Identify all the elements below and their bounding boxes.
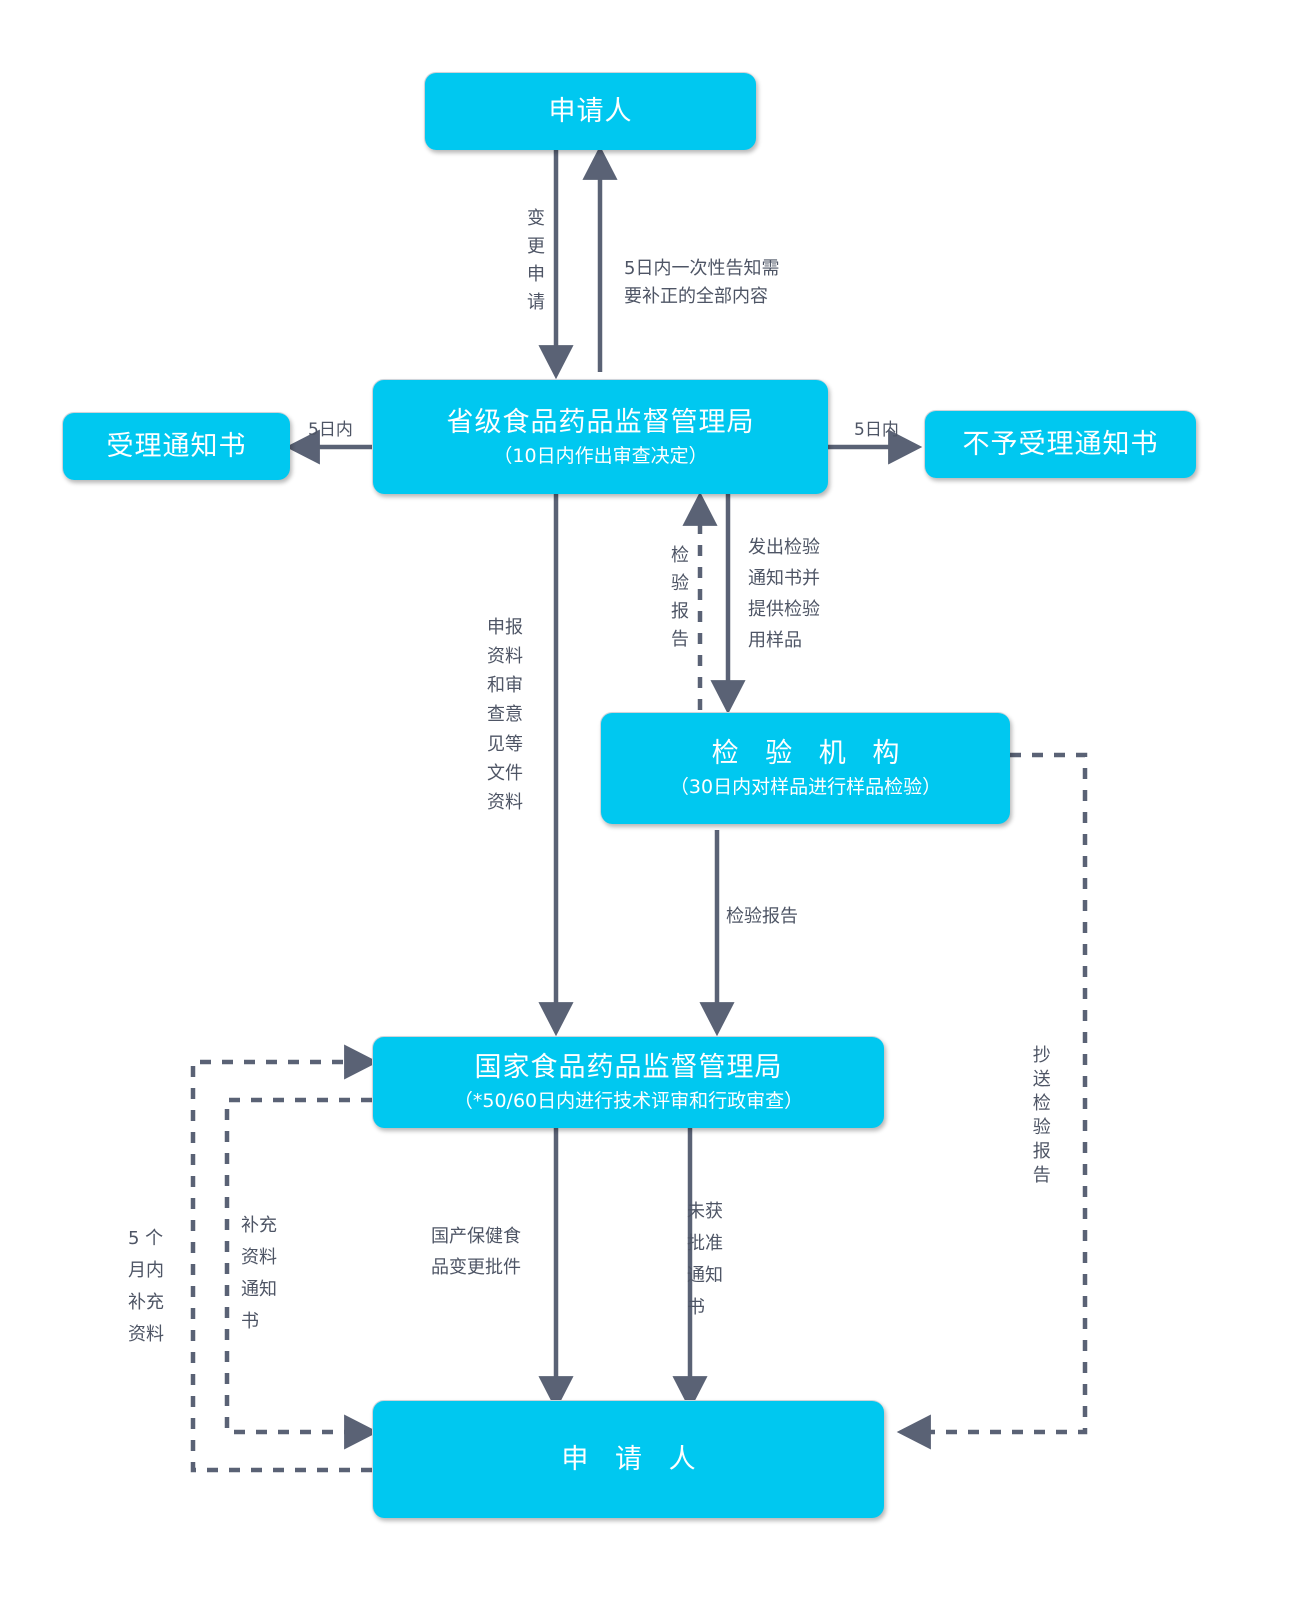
node-rejection-notice-title: 不予受理通知书 (962, 428, 1159, 460)
node-testing-institution[interactable]: 检 验 机 构 （30日内对样品进行样品检验） (600, 712, 1010, 824)
node-applicant-bottom-title: 申 请 人 (561, 1443, 705, 1475)
node-applicant-top[interactable]: 申请人 (424, 72, 756, 150)
label-domestic-approval-doc: 国产保健食 品变更批件 (431, 1226, 521, 1278)
label-change-application: 变更申请 (524, 208, 545, 320)
node-national-fda-title: 国家食品药品监督管理局 (474, 1052, 783, 1084)
label-supplement-notice: 补充 资料 通知 书 (241, 1215, 277, 1333)
node-provincial-fda[interactable]: 省级食品药品监督管理局 （10日内作出审查决定） (372, 379, 828, 494)
label-acceptance-days: 5日内 (308, 420, 353, 440)
edge-copy-test-report (896, 752, 1088, 1450)
label-supplement-within-5-months: 5 个 月内 补充 资料 (128, 1228, 164, 1346)
label-test-report-up: 检验报告 (668, 545, 689, 657)
label-issue-test-notice: 发出检验 通知书并 提供检验 用样品 (748, 537, 820, 651)
label-notify-corrections: 5日内一次性告知需 要补正的全部内容 (624, 258, 780, 307)
node-provincial-fda-title: 省级食品药品监督管理局 (446, 406, 755, 438)
edge-supplement-notice (224, 1097, 379, 1450)
node-applicant-bottom[interactable]: 申 请 人 (372, 1400, 884, 1518)
node-testing-institution-title: 检 验 机 构 (711, 738, 909, 770)
label-copy-test-report: 抄送检验报告 (1029, 1045, 1051, 1189)
edge-supplement-within-5-months (190, 1044, 379, 1473)
node-acceptance-notice-title: 受理通知书 (106, 430, 247, 462)
node-national-fda[interactable]: 国家食品药品监督管理局 （*50/60日内进行技术评审和行政审查） (372, 1036, 884, 1128)
node-acceptance-notice[interactable]: 受理通知书 (62, 412, 290, 480)
node-rejection-notice[interactable]: 不予受理通知书 (924, 410, 1196, 478)
label-test-report-down: 检验报告 (726, 906, 798, 927)
node-testing-institution-subtitle: （30日内对样品进行样品检验） (669, 776, 942, 799)
label-submission-docs: 申报 资料 和审 查意 见等 文件 资料 (487, 617, 523, 813)
label-not-approved-notice: 未获 批准 通知 书 (687, 1201, 723, 1319)
node-national-fda-subtitle: （*50/60日内进行技术评审和行政审查） (453, 1090, 804, 1113)
node-applicant-top-title: 申请人 (548, 95, 633, 127)
node-provincial-fda-subtitle: （10日内作出审查决定） (493, 444, 708, 467)
label-rejection-days: 5日内 (854, 420, 899, 440)
